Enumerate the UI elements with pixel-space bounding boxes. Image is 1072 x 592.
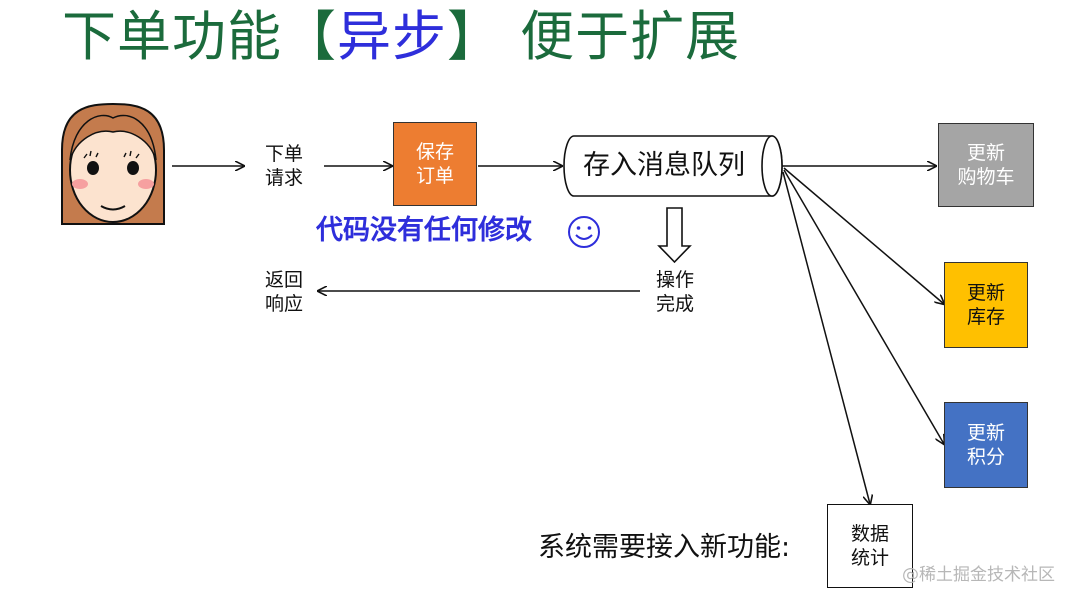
no-change-note: 代码没有任何修改 bbox=[316, 215, 532, 246]
arrow-queue-to-points bbox=[783, 169, 944, 444]
title-highlight: 异步 bbox=[337, 5, 447, 68]
arrow-queue-to-inventory bbox=[783, 167, 944, 304]
hollow-down-arrow-icon bbox=[657, 207, 692, 264]
order-request-label: 下单 请求 bbox=[264, 143, 303, 189]
queue-cylinder bbox=[563, 135, 783, 197]
title-tail: 便于扩展 bbox=[502, 5, 741, 68]
save-order-box: 保存 订单 bbox=[393, 122, 477, 206]
update-inventory-box: 更新 库存 bbox=[944, 262, 1028, 348]
return-response-label: 返回 响应 bbox=[264, 269, 303, 315]
queue-label: 存入消息队列 bbox=[583, 150, 745, 181]
operation-done-label: 操作 完成 bbox=[655, 269, 694, 315]
arrow-queue-to-statistics bbox=[782, 171, 870, 504]
watermark: @稀土掘金技术社区 bbox=[902, 565, 1055, 585]
update-points-box: 更新 积分 bbox=[944, 402, 1028, 488]
user-avatar-icon bbox=[61, 102, 165, 225]
new-feature-label: 系统需要接入新功能: bbox=[538, 532, 791, 563]
statistics-box: 数据 统计 bbox=[827, 504, 913, 588]
title-main: 下单功能【 bbox=[62, 5, 337, 68]
smiley-icon bbox=[568, 216, 600, 248]
page-title: 下单功能【异步】 便于扩展 bbox=[62, 2, 740, 72]
title-close: 】 bbox=[447, 5, 502, 68]
update-cart-box: 更新 购物车 bbox=[938, 123, 1034, 207]
